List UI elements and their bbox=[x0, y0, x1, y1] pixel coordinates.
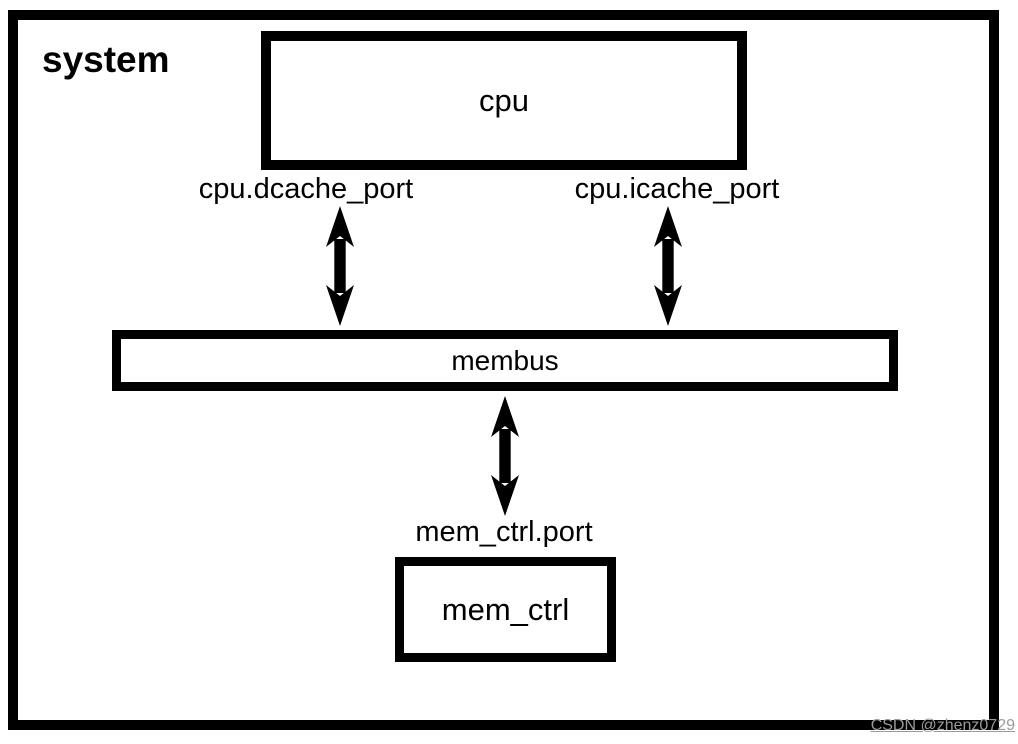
bidirectional-arrow-icon-icache-membus bbox=[654, 206, 682, 326]
port-label-mem-ctrl: mem_ctrl.port bbox=[415, 516, 593, 548]
node-membus: membus bbox=[112, 330, 898, 391]
csdn-watermark: CSDN @zhenz0729 bbox=[870, 717, 1015, 734]
bidirectional-arrow-icon-membus-memctrl bbox=[491, 396, 519, 516]
port-label-cpu-dcache: cpu.dcache_port bbox=[198, 173, 414, 205]
node-cpu-label: cpu bbox=[479, 82, 529, 118]
bidirectional-arrow-icon-dcache-membus bbox=[326, 206, 354, 326]
node-cpu: cpu bbox=[261, 31, 747, 170]
node-mem-ctrl: mem_ctrl bbox=[395, 557, 616, 662]
port-label-cpu-icache: cpu.icache_port bbox=[574, 173, 780, 205]
node-mem-ctrl-label: mem_ctrl bbox=[441, 591, 570, 627]
system-title: system bbox=[42, 39, 170, 80]
node-membus-label: membus bbox=[451, 344, 559, 376]
